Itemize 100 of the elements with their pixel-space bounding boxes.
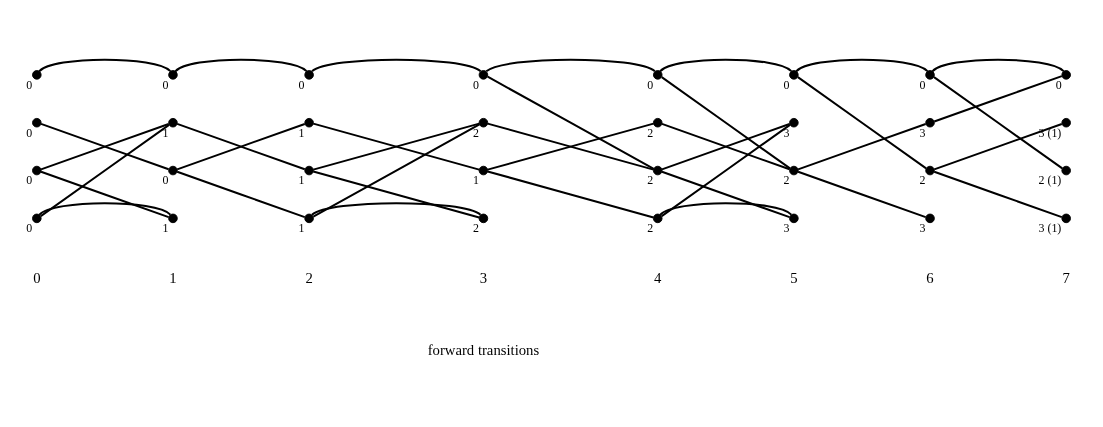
connector [795,58,928,72]
node-label: 1 [162,125,169,140]
node-circle [1061,165,1071,175]
connector [931,58,1065,72]
node-label: 2 [472,220,479,235]
connector [933,122,1063,170]
label: 1 [169,269,177,286]
node-circle [32,165,42,175]
node-label: 0 [162,172,169,187]
node-circle [789,165,799,175]
connector [485,58,656,72]
connector [487,122,654,171]
node-circle [304,69,314,80]
connector [311,58,482,72]
connector [933,75,1063,169]
node-label: 3 [783,220,790,235]
connector [797,122,926,170]
connector [659,201,792,216]
node-label: 1 [298,220,305,235]
connector [933,170,1063,218]
node-label: 2 [647,125,654,140]
node-circle [304,117,314,127]
node-label: 0 [26,172,33,187]
node-label: 1 [472,172,479,187]
connector [661,123,791,217]
label: 2 [305,269,313,286]
connector [661,75,791,169]
node-label: 0 [298,77,305,92]
node-circle [478,165,489,175]
node-label: 0 [26,220,33,235]
node-label: 2 [647,220,654,235]
connector [176,122,306,170]
node-circle [1061,69,1071,80]
node-label: 0 [1055,77,1062,92]
node-circle [653,69,663,80]
node-circle [925,117,935,127]
connector [176,170,306,218]
connector [797,170,926,218]
node-circle [789,117,799,127]
node-circle [32,213,42,223]
node-label: 2 [472,125,479,140]
label: forward transitions [427,341,540,358]
connector [40,123,170,217]
label: 4 [654,269,662,286]
node-circle [478,213,489,223]
connector [661,122,790,170]
connector [487,170,654,218]
node-label: 2 [919,172,926,187]
node-label: 2 [647,172,654,187]
node-circle [168,213,178,223]
label: 0 [33,269,41,286]
connector [38,58,171,72]
connector [659,58,792,72]
connector [311,201,482,216]
connector [40,170,169,218]
node-label: 0 [162,77,169,92]
node-circle [925,165,935,175]
label: 6 [926,269,934,286]
node-circle [1061,213,1071,223]
node-label: 2 [783,172,790,187]
node-circle [32,117,42,127]
label: 7 [1062,269,1070,286]
node-label: 0 [783,77,790,92]
connector [312,123,480,217]
node-label: 3 (1) [1038,220,1062,235]
connector [38,201,171,216]
node-label: 0 [647,77,654,92]
node-circle [168,117,178,127]
node-circle [32,69,42,80]
node-circle [1061,117,1071,127]
node-label: 0 [919,77,926,92]
node-label: 0 [472,77,479,92]
node-label: 3 [919,220,926,235]
node-label: 3 [783,125,790,140]
label: 3 [479,269,488,286]
label: 5 [790,269,798,286]
node-circle [168,69,178,80]
connector [313,170,480,218]
node-label: 1 [162,220,169,235]
node-label: 1 [298,125,305,140]
connector [40,122,169,170]
node-circle [168,165,178,175]
node-label: 0 [26,77,33,92]
node-circle [925,213,935,223]
node-label: 2 (1) [1038,172,1062,187]
connector [933,74,1063,122]
node-circle [478,117,489,127]
node-circle [304,165,314,175]
node-circle [789,69,799,80]
node-circle [304,213,314,223]
node-circle [653,165,663,175]
node-circle [653,117,663,127]
node-circle [478,69,489,80]
node-label: 1 [298,172,305,187]
connector [313,122,480,171]
connector [487,75,655,170]
node-circle [789,213,799,223]
connector [661,170,790,218]
node-circle [925,69,935,80]
node-label: 0 [26,125,33,140]
